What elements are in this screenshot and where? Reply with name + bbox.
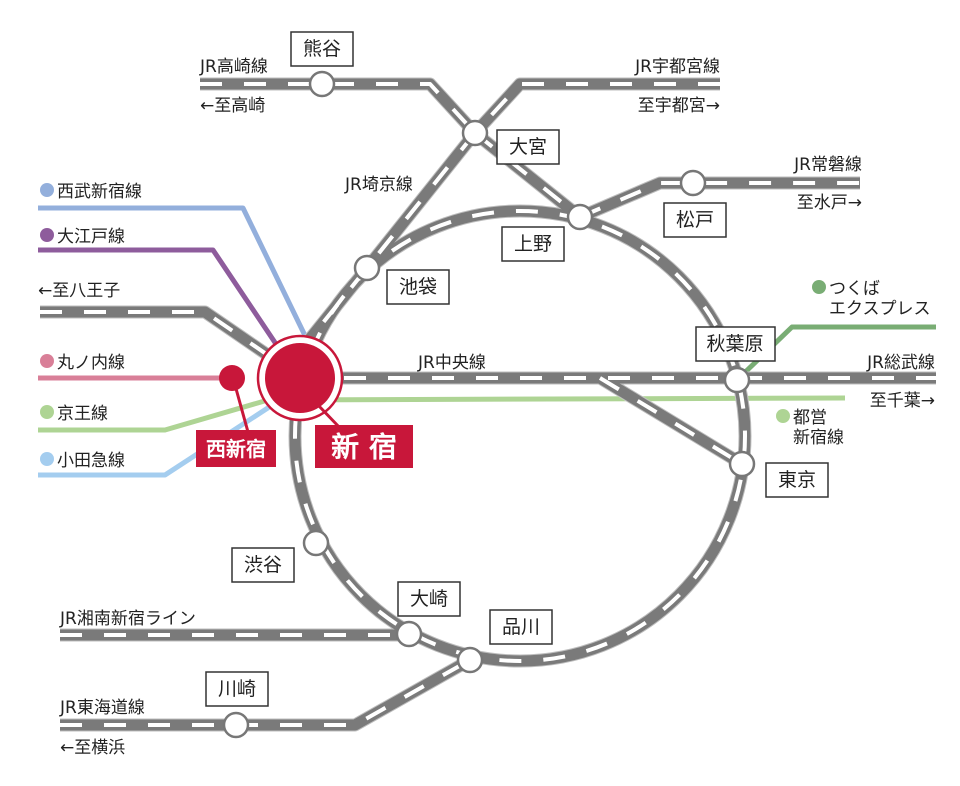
label-matsudo: 松戸: [676, 209, 714, 231]
oedo-line: [38, 247, 283, 352]
station-ueno[interactable]: [566, 203, 594, 231]
takasaki-track-trk-in: [200, 82, 477, 135]
label-keio-line: 京王線: [57, 404, 108, 424]
station-labels: 熊谷 大宮 松戸 上野 池袋 秋葉原 東京 渋谷 大崎 品川 川崎: [205, 31, 829, 707]
label-tsukuba-1: つくば: [829, 279, 880, 299]
odakyu-line: [38, 397, 282, 478]
station-shinjuku[interactable]: [265, 343, 335, 413]
label-saikyo-line: JR埼京線: [344, 175, 413, 195]
label-joban-line: JR常磐線: [793, 155, 862, 175]
label-sobu-line: JR総武線: [866, 353, 935, 373]
label-omiya: 大宮: [509, 136, 547, 158]
tokaido-track-trk-in: [60, 658, 471, 727]
shinjuku-label-box: [315, 425, 413, 468]
label-takasaki-line: JR高崎線: [199, 57, 268, 77]
label-chuo-line: JR中央線: [417, 353, 486, 373]
line-labels: JR高崎線 ←至高崎 JR宇都宮線 至宇都宮→ JR埼京線 JR常磐線 至水戸→…: [38, 57, 935, 758]
tsukuba-dot-icon: [812, 280, 826, 294]
label-tsukuba-2: エクスプレス: [829, 299, 931, 319]
joban-track-trk-in: [579, 181, 860, 219]
label-to-mito: 至水戸→: [797, 193, 862, 213]
station-ikebukuro[interactable]: [353, 254, 381, 282]
nishi-shinjuku-label: 西新宿: [206, 437, 266, 461]
seibu-line: [38, 205, 315, 352]
nishi-shinjuku-label-box: [196, 430, 276, 467]
label-to-utsunomiya: 至宇都宮→: [638, 96, 720, 116]
seibu-dot-icon: [40, 183, 54, 197]
chuo-tokyo-track-trk-in: [598, 376, 744, 466]
nishi-shinjuku-pointer: [233, 384, 250, 433]
station-kumagaya[interactable]: [308, 70, 336, 98]
label-to-chiba: 至千葉→: [870, 391, 935, 411]
station-matsudo[interactable]: [679, 169, 707, 197]
label-akihabara: 秋葉原: [706, 333, 763, 355]
label-oedo-line: 大江戸線: [57, 227, 125, 247]
label-utsunomiya-line: JR宇都宮線: [634, 57, 720, 77]
shinjuku-label: 新 宿: [331, 431, 397, 464]
label-shinagawa: 品川: [502, 616, 540, 638]
toei-dot-icon: [776, 409, 790, 423]
keio-line: [38, 395, 846, 433]
station-omiya[interactable]: [461, 119, 489, 147]
label-toei-2: 新宿線: [793, 428, 844, 448]
station-osaki[interactable]: [395, 620, 423, 648]
chuo-west-track-trk-in: [40, 310, 277, 362]
colored-lines: [38, 205, 936, 478]
oedo-dot-icon: [40, 228, 54, 242]
label-to-hachioji: ←至八王子: [38, 281, 120, 301]
label-shibuya: 渋谷: [244, 554, 282, 576]
label-marunouchi-line: 丸ノ内線: [57, 353, 125, 373]
label-osaki: 大崎: [410, 588, 448, 610]
station-nishi-shinjuku[interactable]: [219, 365, 245, 391]
label-seibu-line: 西武新宿線: [57, 182, 142, 202]
saikyo-track-trk-in: [303, 131, 477, 347]
label-odakyu-line: 小田急線: [57, 451, 125, 471]
tsukuba-line: [735, 324, 936, 382]
yamanote-loop-trk-in: [293, 209, 747, 663]
station-akihabara[interactable]: [723, 366, 751, 394]
label-shonan-line: JR湘南新宿ライン: [59, 609, 196, 629]
jr-tracks: [40, 77, 936, 732]
label-ikebukuro: 池袋: [399, 276, 437, 298]
label-ueno: 上野: [514, 233, 552, 255]
label-toei-1: 都営: [793, 408, 827, 428]
utsunomiya-track-trk: [470, 78, 720, 137]
stations: 西新宿 新 宿: [196, 70, 756, 739]
station-shibuya[interactable]: [302, 529, 330, 557]
station-tokyo[interactable]: [728, 450, 756, 478]
label-to-yokohama: ←至横浜: [60, 738, 125, 758]
station-kawasaki[interactable]: [222, 711, 250, 739]
label-tokaido-line: JR東海道線: [59, 698, 145, 718]
marunouchi-dot-icon: [40, 354, 54, 368]
label-kawasaki: 川崎: [218, 678, 256, 700]
label-tokyo: 東京: [778, 469, 816, 491]
shinjuku-pointer: [316, 403, 342, 430]
keio-dot-icon: [40, 405, 54, 419]
odakyu-dot-icon: [40, 452, 54, 466]
omiya-ueno-track-trk: [471, 128, 584, 222]
label-kumagaya: 熊谷: [303, 38, 341, 60]
label-to-takasaki: ←至高崎: [200, 96, 265, 116]
station-shinagawa[interactable]: [456, 646, 484, 674]
